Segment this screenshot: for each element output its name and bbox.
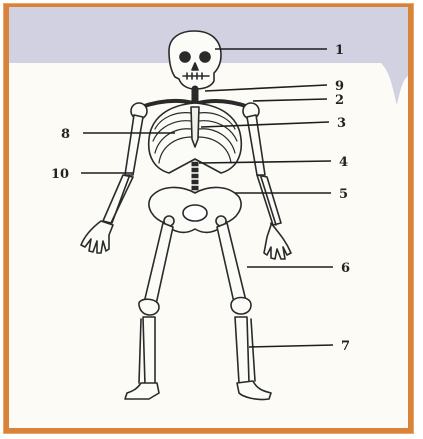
leader-line-2 (253, 99, 327, 101)
eye-socket-left (180, 52, 190, 62)
skeleton (81, 31, 291, 400)
diagram-frame: 1 9 2 8 3 10 4 5 6 7 (4, 4, 413, 433)
label-5: 5 (339, 187, 348, 202)
leader-line-9 (205, 85, 327, 91)
label-2: 2 (335, 93, 344, 108)
foot-right (237, 381, 271, 400)
femur-right (217, 223, 247, 307)
tibia-right (235, 317, 249, 383)
leader-line-7 (249, 345, 333, 347)
label-9: 9 (335, 79, 344, 94)
eye-socket-right (200, 52, 210, 62)
skull (169, 31, 221, 89)
knee-right (231, 298, 251, 315)
label-8: 8 (61, 127, 70, 142)
foot-left (125, 383, 159, 399)
knee-left (139, 299, 159, 315)
fibula-right (251, 319, 255, 381)
hand-right (264, 223, 291, 259)
forearm-left (103, 175, 133, 223)
label-7: 7 (341, 339, 350, 354)
pelvis-opening (183, 205, 207, 221)
skeleton-diagram: 1 9 2 8 3 10 4 5 6 7 (9, 7, 413, 433)
hand-left (81, 221, 113, 253)
label-10: 10 (51, 167, 69, 182)
label-1: 1 (335, 43, 344, 58)
fibula-left (139, 319, 141, 383)
label-3: 3 (337, 116, 346, 131)
humerus-left (125, 115, 143, 175)
tibia-left (143, 317, 155, 385)
label-4: 4 (339, 155, 348, 170)
sternum (191, 107, 199, 147)
label-6: 6 (341, 261, 350, 276)
femur-left (143, 223, 173, 309)
